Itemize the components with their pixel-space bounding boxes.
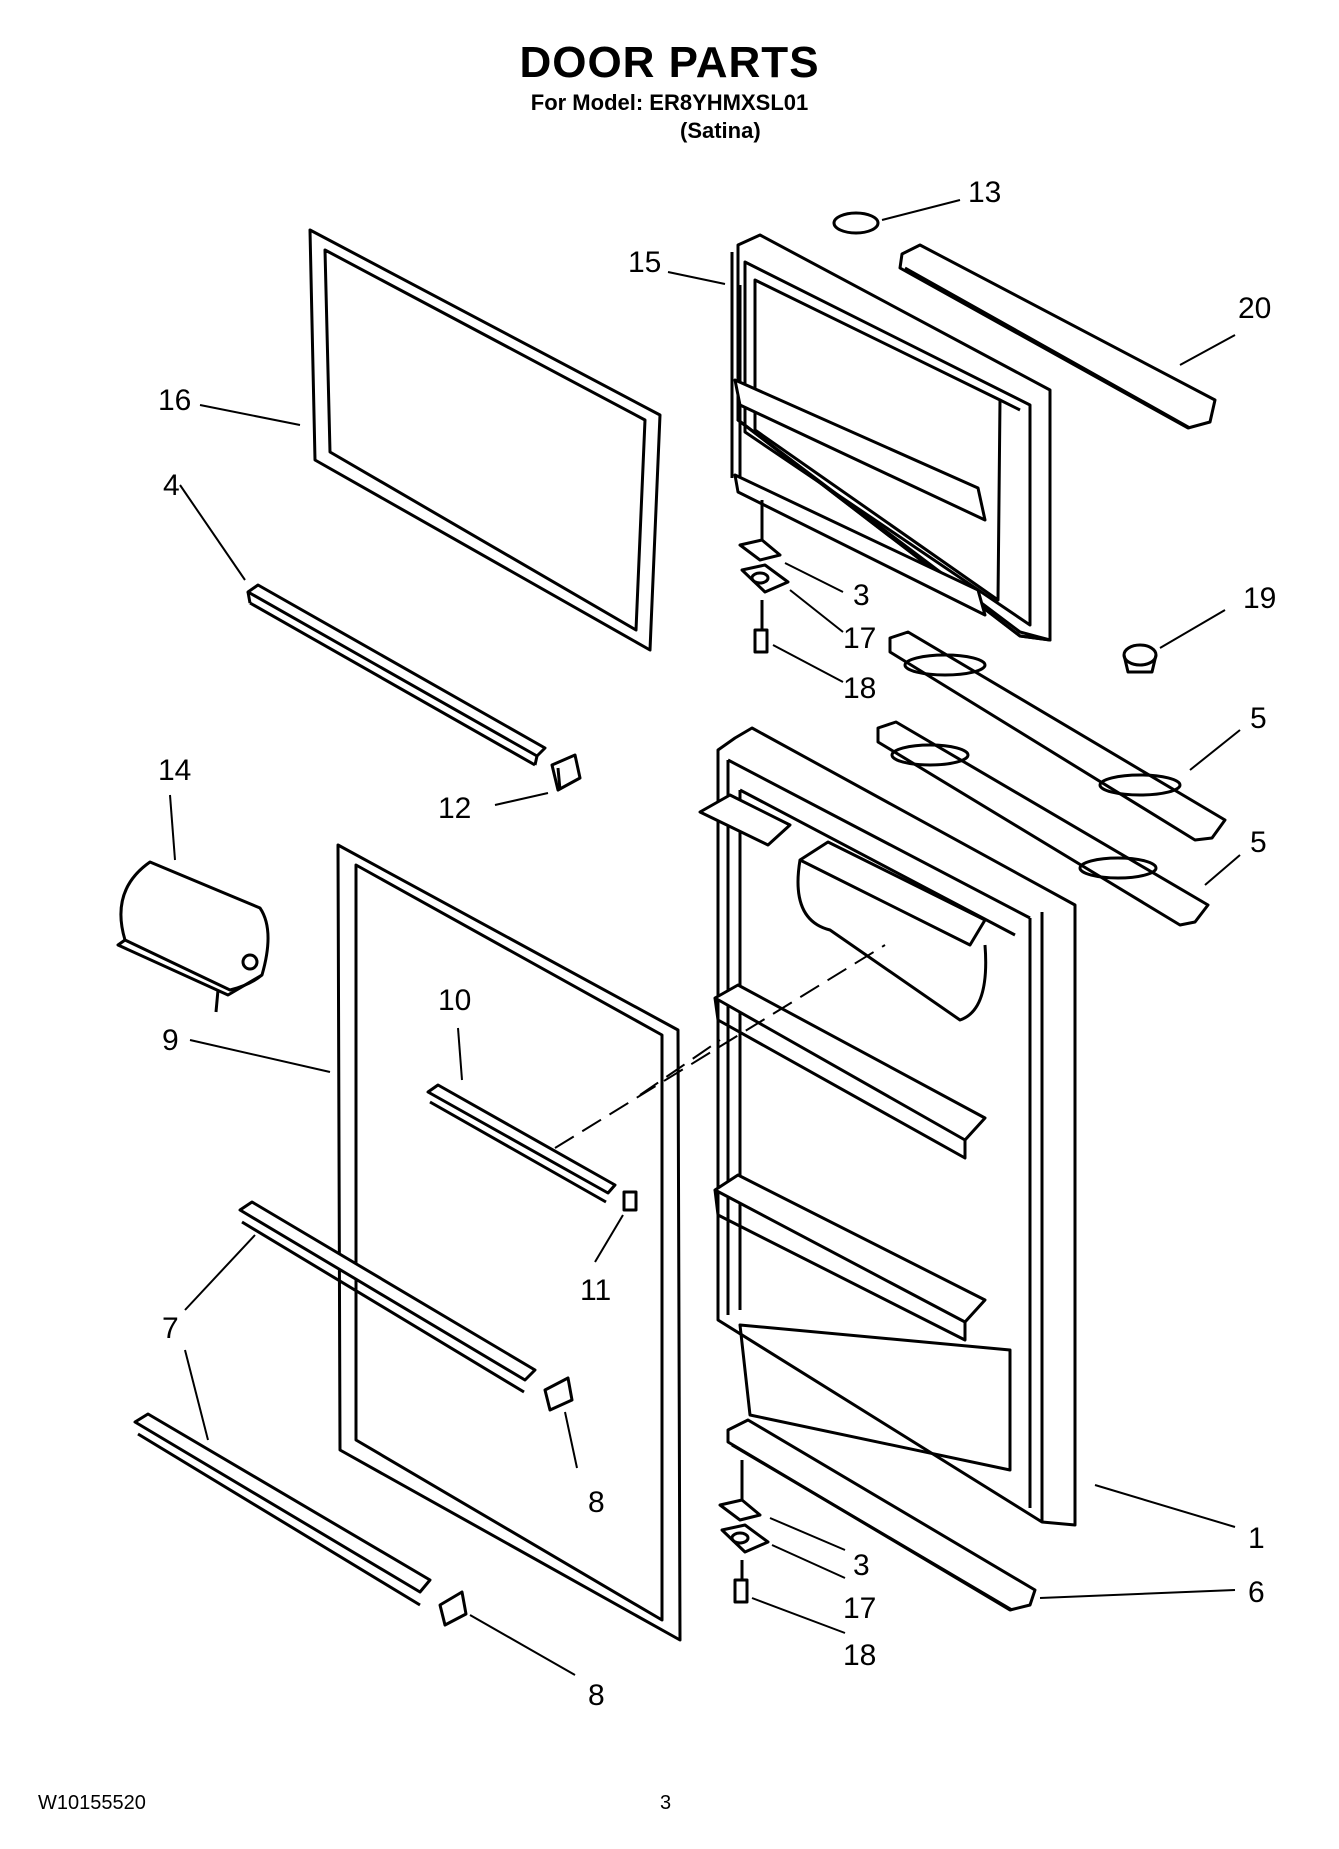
callout-18-upper: 18	[843, 672, 876, 705]
callout-7: 7	[162, 1312, 179, 1345]
callout-11: 11	[580, 1274, 611, 1307]
end-cap-lower	[438, 1590, 468, 1627]
end-cap-upper	[543, 1376, 574, 1412]
shelf-bar-lower	[133, 1412, 432, 1607]
door-plug	[832, 211, 880, 235]
freezer-door-gasket	[308, 228, 662, 652]
callout-13: 13	[968, 176, 1001, 209]
callout-5-upper: 5	[1250, 702, 1267, 735]
leader-lines	[169, 199, 1241, 1676]
callout-16: 16	[158, 384, 191, 417]
callout-4: 4	[163, 469, 180, 502]
callout-8-lower: 8	[588, 1679, 605, 1712]
document-number: W10155520	[38, 1792, 146, 1814]
callout-6: 6	[1248, 1576, 1265, 1609]
end-cap	[550, 753, 582, 792]
lower-hinge-assembly	[718, 1460, 770, 1604]
callout-15: 15	[628, 246, 661, 279]
callout-9: 9	[162, 1024, 179, 1057]
freezer-door	[730, 233, 1052, 642]
page-number: 3	[660, 1792, 672, 1814]
callout-3-lower: 3	[853, 1549, 870, 1582]
door-handle-lower	[876, 720, 1210, 927]
door-top-trim	[898, 243, 1217, 430]
dairy-bin	[116, 860, 270, 1013]
handle-plug	[1122, 643, 1158, 674]
callout-3-upper: 3	[853, 579, 870, 612]
callout-19: 19	[1243, 582, 1276, 615]
callout-5-lower: 5	[1250, 826, 1267, 859]
page-title: DOOR PARTS	[519, 38, 820, 87]
callout-18-lower: 18	[843, 1639, 876, 1672]
callout-12: 12	[438, 792, 471, 825]
freezer-shelf-bar	[246, 583, 547, 767]
callout-17-upper: 17	[843, 622, 876, 655]
model-number: For Model: ER8YHMXSL01	[530, 90, 809, 115]
door-bottom-trim	[726, 1418, 1037, 1612]
door-shelf-bar	[426, 1083, 617, 1204]
callout-20: 20	[1238, 292, 1271, 325]
fresh-food-door-gasket	[336, 843, 682, 1642]
callout-10: 10	[438, 984, 471, 1017]
callout-17-lower: 17	[843, 1592, 876, 1625]
upper-hinge-assembly	[738, 500, 790, 654]
callout-14: 14	[158, 754, 191, 787]
model-variant: (Satina)	[680, 118, 761, 143]
fresh-food-door	[698, 726, 1077, 1527]
shelf-bar-upper	[238, 1200, 537, 1394]
callout-8-upper: 8	[588, 1486, 605, 1519]
callout-1: 1	[1248, 1522, 1265, 1555]
shelf-bar-clip	[622, 1190, 638, 1212]
door-handle-upper	[888, 630, 1227, 842]
